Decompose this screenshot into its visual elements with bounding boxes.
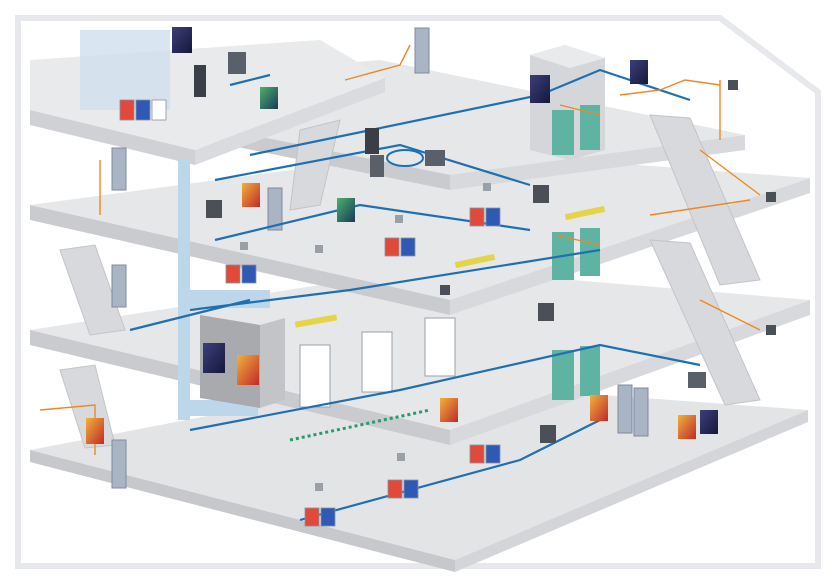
control-lines [39,44,761,455]
elevator-tower [530,45,605,400]
sensor-icon [240,183,491,491]
door-icon [111,27,649,489]
radiator-icon [299,317,456,408]
network-ring [386,149,424,167]
data-network-lines [129,68,701,522]
light-duct-shaft [80,30,270,420]
elevator-icon [552,110,574,155]
elevator-icon [580,105,600,150]
light-fixture-icon [294,205,606,328]
workstation-icon [228,52,706,388]
ground-floor [30,380,808,572]
controller-icon [206,80,776,443]
security-panel-icon [86,27,718,444]
elevator-icon [580,346,600,396]
server-rack-icon [194,65,379,154]
elevator-icon [552,350,574,400]
access-reader-icon [119,99,501,527]
